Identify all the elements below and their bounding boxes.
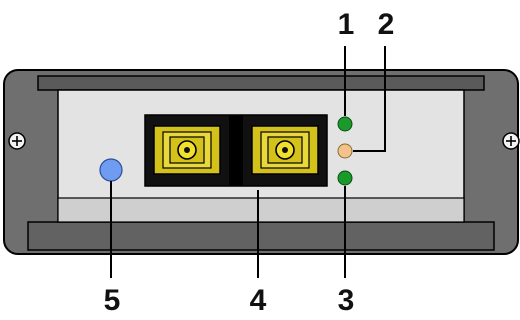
- fiber-port-left[interactable]: [153, 125, 221, 175]
- led-amber: [337, 143, 353, 159]
- led-green-bottom: [337, 170, 353, 186]
- led-green-top: [337, 116, 353, 132]
- callout-2: 2: [378, 8, 395, 41]
- reset-button[interactable]: [99, 158, 123, 182]
- callout-1: 1: [338, 8, 355, 41]
- bezel-top-lip: [37, 75, 485, 91]
- screw-icon: [8, 132, 26, 150]
- connector-divider: [229, 115, 243, 186]
- callout-4: 4: [250, 284, 267, 317]
- callout-3: 3: [338, 284, 355, 317]
- front-panel-lower-strip: [57, 197, 465, 223]
- fiber-port-right[interactable]: [251, 125, 319, 175]
- callout-5: 5: [104, 284, 121, 317]
- screw-icon: [502, 132, 520, 150]
- leader-line-2: [353, 46, 386, 152]
- bezel-bottom-tray: [27, 221, 495, 251]
